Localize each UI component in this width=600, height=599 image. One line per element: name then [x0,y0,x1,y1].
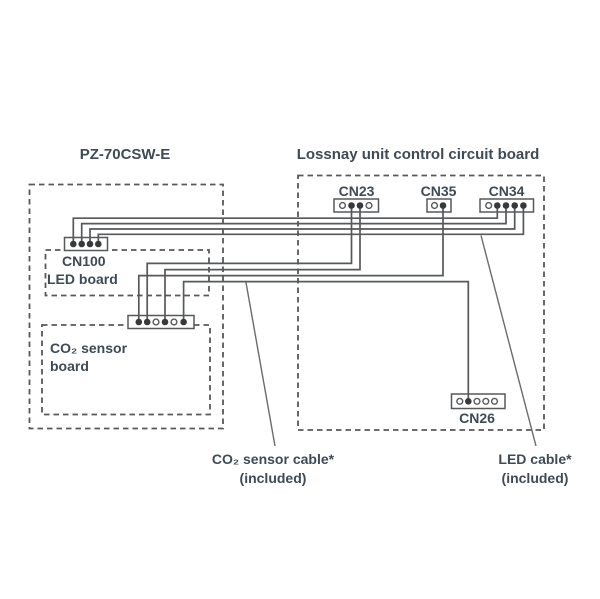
led-cable-callout-line1: LED cable* [498,451,572,467]
co2-cable-leader-line [245,282,276,447]
led-cable-wire-2 [80,205,507,244]
co2-cable-callout-line2: (included) [240,470,307,486]
led-cable-callout-line2: (included) [502,470,569,486]
cn35-pins [430,201,447,210]
cn34-label: CN34 [489,183,525,199]
cn35-label: CN35 [421,183,457,199]
cn35-connector [426,198,452,213]
co2-cable-wire-to-cn23-a [146,205,353,322]
co2-sensor-connector-pins [135,318,187,326]
lossnay-board-outline [297,174,545,431]
cn23-pins [338,201,373,210]
co2-cable-callout-line1: CO₂ sensor cable* [212,451,335,467]
co2-cable-wire-to-cn35 [137,205,444,322]
cn34-pins [485,201,527,210]
led-cable-leader-line [480,235,537,447]
cn26-pins [456,397,499,405]
co2-board-label-line2: board [50,358,89,374]
led-board-label: LED board [47,271,118,287]
led-cable-wire-1 [72,205,499,244]
co2-cable-wire-to-cn26 [182,280,470,402]
cn26-label: CN26 [459,410,495,426]
cn23-label: CN23 [339,183,375,199]
cn23-connector [333,198,380,213]
co2-cable-wire-to-cn23-b [164,205,361,322]
led-cable-wire-3 [89,205,516,244]
pz-board-title: PZ-70CSW-E [80,146,171,163]
pz-board-outline [28,183,224,430]
lossnay-board-title: Lossnay unit control circuit board [297,146,540,163]
co2-sensor-connector [127,314,195,330]
co2-board-label-line1: CO₂ sensor [50,340,128,356]
cn100-pins [70,240,102,248]
cn100-connector [63,236,109,252]
co2-sensor-board-outline [41,324,211,416]
led-cable-wire-4 [97,205,525,244]
cn100-label: CN100 [62,253,106,269]
